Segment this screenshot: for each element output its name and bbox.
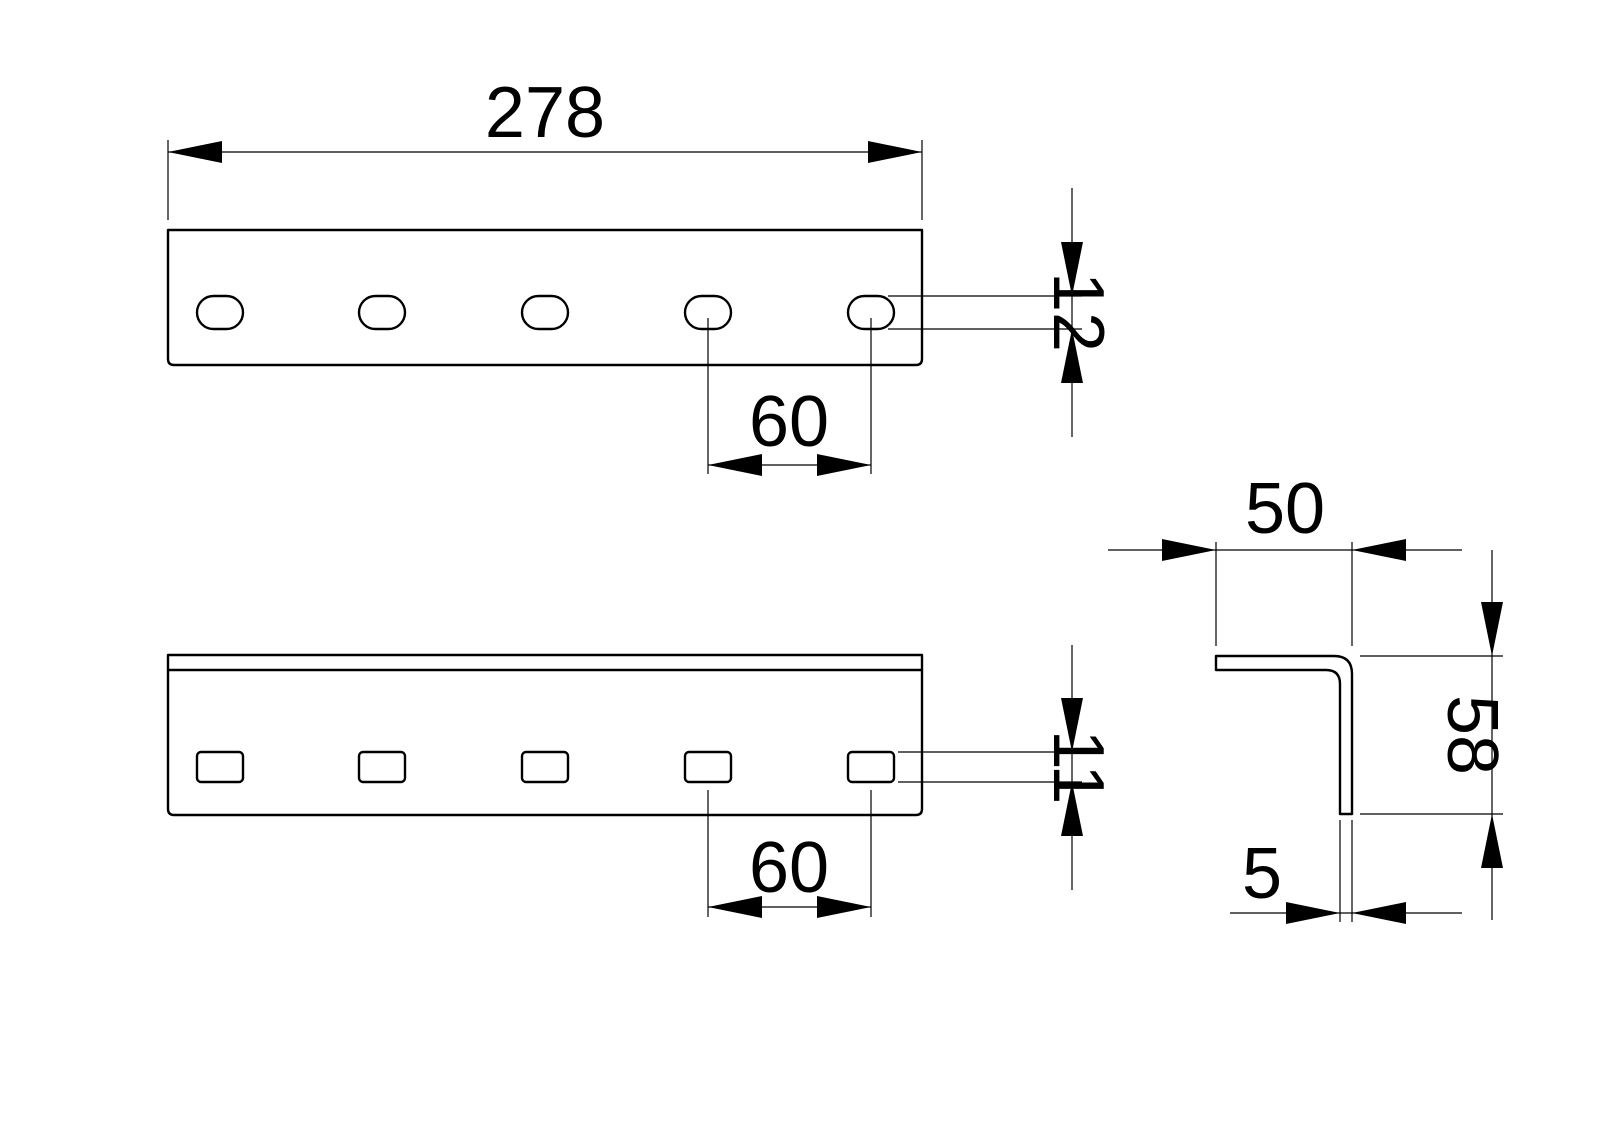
rectangular-slot [195, 750, 245, 784]
oval-hole [520, 294, 570, 331]
arrow-head [1481, 602, 1503, 656]
flange-width-dimension-label: 50 [1245, 469, 1325, 549]
front-plate-outline [166, 653, 924, 817]
length-dimension-label: 278 [485, 73, 605, 153]
slot-spacing-dimension: 60 [707, 790, 872, 918]
slot-spacing-dimension-label: 60 [749, 828, 829, 908]
arrow-head [1352, 539, 1406, 561]
slot-height-dimension-label: 11 [1038, 730, 1118, 805]
arrow-head [1286, 902, 1340, 924]
arrow-head [708, 454, 762, 476]
height-dimension: 58 [1360, 550, 1512, 920]
slot-height-dimension: 11 [898, 645, 1118, 890]
top-plate-outline [166, 228, 924, 367]
top-view: 278 12 60 [166, 73, 1118, 476]
hole-height-dimension-label: 12 [1038, 272, 1118, 352]
oval-holes [195, 294, 896, 331]
length-dimension: 278 [167, 73, 923, 220]
rectangular-slot [683, 750, 733, 784]
arrow-head [817, 454, 871, 476]
hole-spacing-dimension-label: 60 [749, 382, 829, 462]
arrow-head [708, 896, 762, 918]
profile-view: 50 58 5 [1108, 469, 1512, 924]
arrow-head [1061, 698, 1083, 752]
thickness-dimension: 5 [1230, 820, 1462, 924]
thickness-dimension-label: 5 [1242, 834, 1282, 914]
height-dimension-label: 58 [1432, 695, 1512, 775]
front-view: 11 60 [166, 645, 1118, 918]
arrow-head [1162, 539, 1216, 561]
arrow-head [817, 896, 871, 918]
arrow-head [868, 141, 922, 163]
arrow-head [1481, 814, 1503, 868]
oval-hole [357, 294, 407, 331]
arrow-head [1352, 902, 1406, 924]
flange-width-dimension: 50 [1108, 469, 1462, 646]
arrow-head [1061, 782, 1083, 836]
arrow-head [168, 141, 222, 163]
rectangular-slot [357, 750, 407, 784]
angle-profile-outline [1214, 654, 1354, 816]
arrow-head [1061, 242, 1083, 296]
rectangular-slot [520, 750, 570, 784]
rectangular-slot [846, 750, 896, 784]
oval-hole [195, 294, 245, 331]
arrow-head [1061, 329, 1083, 383]
hole-spacing-dimension: 60 [707, 318, 872, 476]
hole-height-dimension: 12 [888, 188, 1118, 437]
rectangular-slots [195, 750, 896, 784]
